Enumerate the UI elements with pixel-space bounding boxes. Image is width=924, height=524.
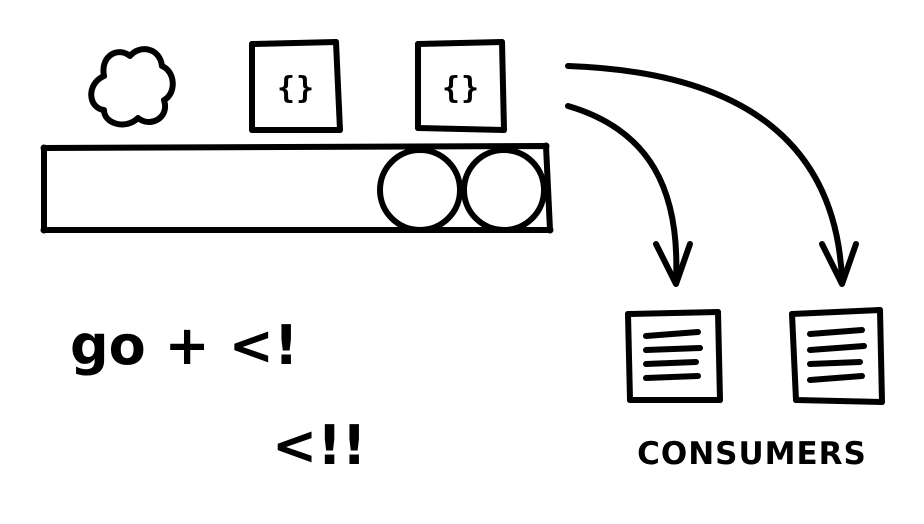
message-box-1-label: {}	[277, 71, 315, 106]
cloud-icon	[88, 46, 176, 128]
message-box-2-label: {}	[442, 71, 480, 106]
code-line-blocking-put: <!!	[272, 414, 367, 477]
consumer-box-2	[789, 307, 885, 405]
code-line-go-put: go + <!	[70, 314, 298, 377]
message-box-2: {}	[415, 39, 507, 133]
arrow-to-consumer-1	[565, 103, 693, 287]
message-box-1: {}	[249, 39, 343, 133]
consumer-box-1	[625, 309, 723, 403]
arrow-to-consumer-2	[565, 63, 859, 287]
channel-buffer	[40, 142, 554, 234]
consumers-label: CONSUMERS	[637, 436, 867, 472]
buffered-value-2	[461, 147, 547, 233]
buffered-value-1	[377, 147, 463, 233]
